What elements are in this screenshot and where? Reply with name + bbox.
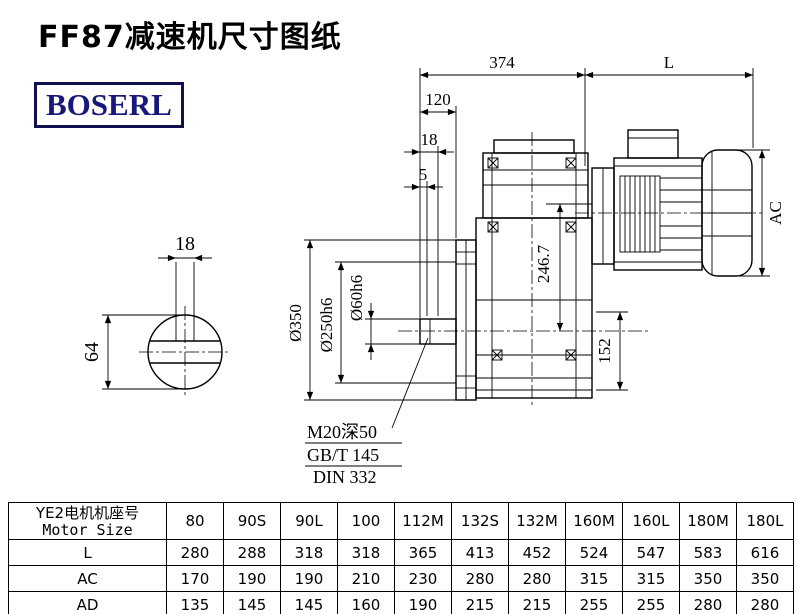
centerlines: [398, 132, 762, 406]
table-cell: 190: [394, 591, 452, 614]
dim-dia350: Ø350: [286, 304, 305, 342]
table-cell: 452: [508, 539, 566, 566]
motor: [591, 129, 753, 277]
table-cell: 280: [508, 565, 566, 592]
table-cell: 160: [337, 591, 395, 614]
note-din: DIN 332: [313, 467, 377, 487]
dim-shaft-diameter: 64: [81, 342, 103, 362]
motor-size-header-en: Motor Size: [42, 520, 133, 539]
table-cell: 413: [451, 539, 509, 566]
column-header: 180M: [679, 502, 737, 540]
table-cell: 280: [679, 591, 737, 614]
dim-AC: AC: [766, 201, 785, 225]
table-cell: 190: [223, 565, 281, 592]
table-cell: 210: [337, 565, 395, 592]
table-cell: 190: [280, 565, 338, 592]
bolt-symbol: [491, 349, 503, 361]
table-cell: 288: [223, 539, 281, 566]
technical-drawing: 18 64: [81, 53, 785, 487]
table-row: AC 170 190 190 210 230 280 280 315 315 3…: [8, 565, 794, 592]
tapped-hole-note: M20深50 GB/T 145 DIN 332: [305, 337, 429, 487]
column-header: 160L: [622, 502, 680, 540]
table-cell: 315: [622, 565, 680, 592]
table-cell: 616: [736, 539, 794, 566]
column-header: 112M: [394, 502, 452, 540]
dim-120: 120: [425, 90, 451, 109]
table-cell: 280: [451, 565, 509, 592]
dim-246-7: 246.7: [534, 244, 553, 283]
table-cell: 318: [280, 539, 338, 566]
table-cell: 280: [736, 591, 794, 614]
motor-body: [613, 157, 703, 271]
terminal-box: [627, 129, 679, 159]
table-cell: 135: [166, 591, 224, 614]
dim-152: 152: [595, 338, 614, 364]
bolt-symbol: [565, 157, 577, 169]
table-row: L 280 288 318 318 365 413 452 524 547 58…: [8, 539, 794, 566]
boserl-logo: BOSERL: [34, 82, 184, 128]
page-title: FF87减速机尺寸图纸: [38, 20, 342, 55]
row-label: AD: [8, 591, 167, 614]
dim-L: L: [664, 53, 674, 72]
table-cell: 230: [394, 565, 452, 592]
bolt-symbol: [487, 157, 499, 169]
motor-size-header: YE2电机机座号 Motor Size: [8, 502, 167, 540]
column-header: 132M: [508, 502, 566, 540]
dim-5: 5: [419, 165, 428, 184]
gearbox-housing: [475, 139, 593, 399]
table-cell: 145: [280, 591, 338, 614]
table-cell: 255: [565, 591, 623, 614]
dim-dia250: Ø250h6: [317, 298, 336, 353]
table-cell: 524: [565, 539, 623, 566]
note-tap: M20深50: [307, 422, 377, 442]
column-header: 100: [337, 502, 395, 540]
table-cell: 350: [736, 565, 794, 592]
column-header: 132S: [451, 502, 509, 540]
dim-shaft-key-width: 18: [175, 233, 195, 255]
table-row: AD 135 145 145 160 190 215 215 255 255 2…: [8, 591, 794, 614]
column-header: 80: [166, 502, 224, 540]
table-cell: 170: [166, 565, 224, 592]
dim-dia60: Ø60h6: [347, 275, 366, 321]
column-header: 90L: [280, 502, 338, 540]
bolt-symbol: [565, 221, 577, 233]
table-cell: 318: [337, 539, 395, 566]
column-header: 160M: [565, 502, 623, 540]
dim-374: 374: [489, 53, 515, 72]
table-cell: 280: [166, 539, 224, 566]
table-cell: 583: [679, 539, 737, 566]
table-cell: 315: [565, 565, 623, 592]
dim-18: 18: [421, 130, 438, 149]
table-cell: 547: [622, 539, 680, 566]
dimensions: 374 L 120 18 5 AC 246.7: [286, 53, 785, 401]
mounting-flange: [455, 239, 477, 401]
output-shaft: [419, 318, 457, 345]
logo-text: BOSERL: [46, 87, 172, 122]
motor-size-header-cn: YE2电机机座号: [35, 503, 140, 522]
table-header-row: YE2电机机座号 Motor Size 80 90S 90L 100 112M …: [8, 502, 794, 540]
row-label: AC: [8, 565, 167, 592]
row-label: L: [8, 539, 167, 566]
column-header: 180L: [736, 502, 794, 540]
table-cell: 350: [679, 565, 737, 592]
note-gb: GB/T 145: [307, 445, 379, 465]
table-cell: 365: [394, 539, 452, 566]
table-cell: 215: [508, 591, 566, 614]
bolt-symbol: [487, 221, 499, 233]
table-cell: 145: [223, 591, 281, 614]
bolt-symbols: [487, 157, 577, 361]
shaft-end-view: 18 64: [81, 233, 231, 398]
motor-size-table: YE2电机机座号 Motor Size 80 90S 90L 100 112M …: [8, 502, 794, 614]
column-header: 90S: [223, 502, 281, 540]
table-cell: 255: [622, 591, 680, 614]
bolt-symbol: [565, 349, 577, 361]
table-cell: 215: [451, 591, 509, 614]
